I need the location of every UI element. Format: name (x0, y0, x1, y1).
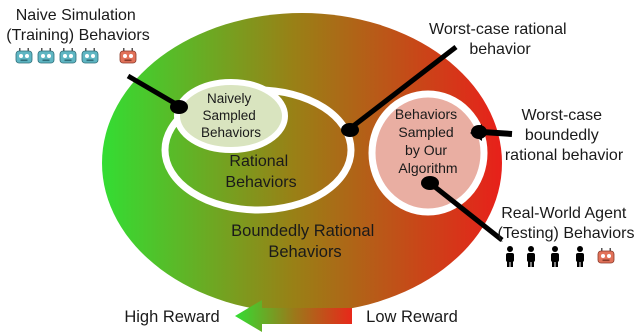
reward-gradient-arrow (235, 300, 352, 332)
person-icon (576, 246, 584, 267)
robot-orange-icon (597, 248, 615, 264)
robot-icon (15, 48, 33, 64)
connector-worst-rational (350, 45, 458, 129)
label-real-world-agent: Real-World Agent (Testing) Behaviors (498, 205, 635, 242)
person-icon (551, 246, 559, 267)
label-worst-case-rational: Worst-case rational behavior (429, 21, 571, 58)
label-naive-simulation: Naive Simulation (Training) Behaviors (6, 7, 149, 44)
naively-sampled-region (174, 79, 288, 153)
robot-icon (81, 48, 99, 64)
label-worst-case-bounded: Worst-case boundedly rational behavior (505, 107, 624, 164)
label-low-reward: Low Reward (366, 308, 458, 326)
robot-icon (59, 48, 77, 64)
label-rational-behaviors: Rational Behaviors (225, 153, 296, 191)
person-icon (527, 246, 535, 267)
training-agents (15, 48, 137, 64)
label-our-algorithm: Behaviors Sampled by Our Algorithm (395, 106, 461, 176)
label-boundedly-rational: Boundedly Rational Behaviors (231, 222, 379, 261)
marker-worst-rational (341, 123, 359, 137)
marker-real-world (421, 176, 439, 190)
marker-worst-bounded (471, 125, 487, 139)
connector-naive-sim (126, 73, 178, 107)
our-algorithm-region (368, 90, 488, 216)
testing-agents (506, 246, 615, 267)
connector-worst-bounded (481, 129, 513, 137)
robot-icon (37, 48, 55, 64)
person-icon (506, 246, 514, 267)
connector-real-world (428, 181, 504, 242)
label-high-reward: High Reward (124, 308, 219, 326)
marker-naive-sim (170, 100, 188, 114)
label-naively-sampled: Naively Sampled Behaviors (201, 91, 261, 140)
robot-orange-icon (119, 48, 137, 64)
